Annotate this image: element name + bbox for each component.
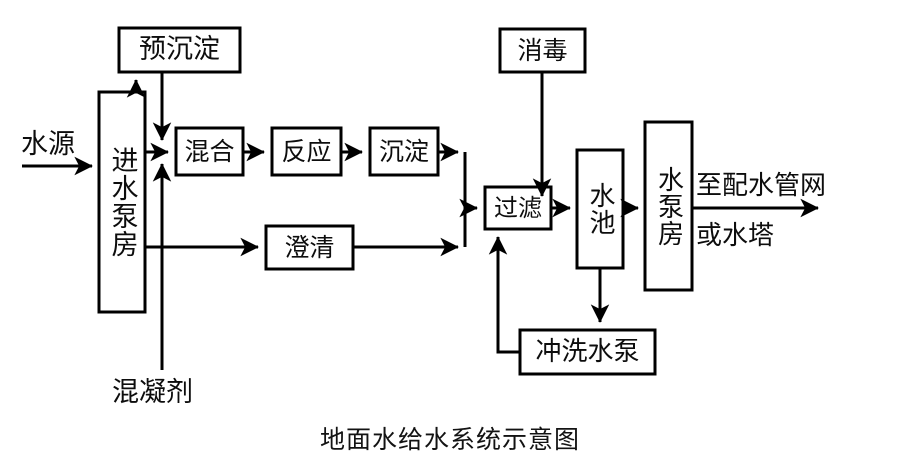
node-box-reaction[interactable]	[270, 126, 343, 177]
node-box-reservoir[interactable]	[575, 148, 625, 270]
node-box-clarification[interactable]	[264, 224, 355, 271]
flow-backwash-pump-to-filtration	[488, 236, 520, 354]
node-box-supply-pump[interactable]	[643, 120, 694, 292]
node-box-disinfection[interactable]	[498, 27, 587, 74]
node-box-mixing[interactable]	[174, 126, 245, 177]
node-box-backwash-pump[interactable]	[518, 328, 657, 376]
node-box-sedimentation[interactable]	[368, 126, 440, 177]
flow-collector-to-filtration	[465, 152, 477, 247]
node-box-intake-pump[interactable]	[97, 90, 147, 314]
node-box-pre-sed[interactable]	[117, 26, 242, 74]
diagram-caption: 地面水给水系统示意图	[319, 425, 580, 454]
